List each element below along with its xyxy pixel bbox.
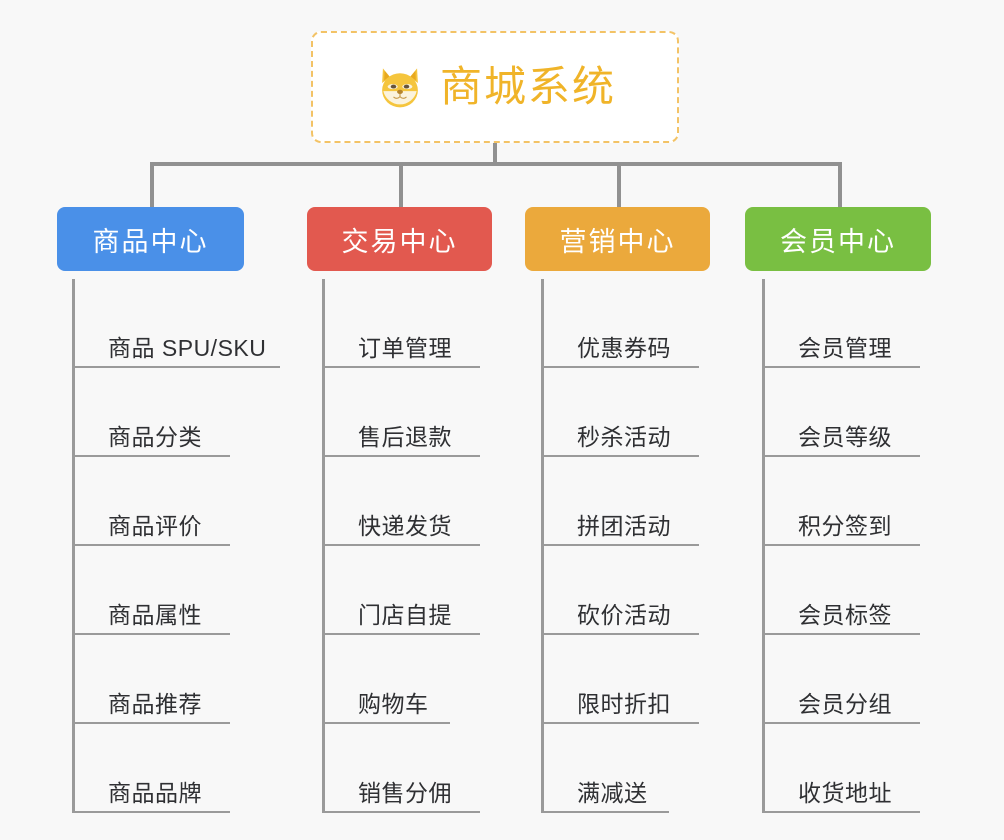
leaf-item-label: 拼团活动 xyxy=(577,513,671,539)
leaf-item-underline xyxy=(75,366,280,368)
leaf-item-label: 会员管理 xyxy=(798,335,892,361)
root-node-card[interactable]: 商城系统 xyxy=(311,31,679,143)
leaf-item-underline xyxy=(765,811,920,813)
leaf-item-underline xyxy=(75,455,230,457)
leaf-item-underline xyxy=(325,455,480,457)
leaf-item[interactable]: 商品品牌 xyxy=(75,724,262,813)
leaf-item-underline xyxy=(325,544,480,546)
leaf-item-label: 门店自提 xyxy=(358,602,452,628)
leaf-item-underline xyxy=(544,544,699,546)
leaf-item-label: 限时折扣 xyxy=(577,691,671,717)
leaf-item-label: 商品分类 xyxy=(108,424,202,450)
leaf-item-label: 会员标签 xyxy=(798,602,892,628)
leaf-item-underline xyxy=(544,455,699,457)
leaf-item[interactable]: 拼团活动 xyxy=(544,457,731,546)
category-box-3[interactable]: 营销中心 xyxy=(525,207,710,271)
connector-drop-2 xyxy=(399,162,403,208)
category-label-2: 交易中心 xyxy=(341,226,458,257)
leaf-item[interactable]: 门店自提 xyxy=(325,546,512,635)
leaf-item[interactable]: 会员标签 xyxy=(765,546,952,635)
connector-drop-3 xyxy=(617,162,621,208)
root-node-content: 商城系统 xyxy=(374,61,616,113)
connector-horizontal-bar xyxy=(150,162,842,166)
leaf-item[interactable]: 收货地址 xyxy=(765,724,952,813)
leaf-item-underline xyxy=(544,366,699,368)
leaf-item[interactable]: 商品属性 xyxy=(75,546,262,635)
leaf-item-label: 订单管理 xyxy=(358,335,452,361)
leaf-item[interactable]: 会员等级 xyxy=(765,368,952,457)
leaf-item[interactable]: 优惠券码 xyxy=(544,279,731,368)
leaf-item[interactable]: 销售分佣 xyxy=(325,724,512,813)
leaf-item-underline xyxy=(75,633,230,635)
leaf-item-underline xyxy=(765,455,920,457)
leaf-column-3: 优惠券码秒杀活动拼团活动砍价活动限时折扣满减送 xyxy=(541,279,731,813)
connector-drop-4 xyxy=(838,162,842,208)
leaf-item-label: 售后退款 xyxy=(358,424,452,450)
leaf-item[interactable]: 会员管理 xyxy=(765,279,952,368)
leaf-item-label: 商品品牌 xyxy=(108,780,202,806)
leaf-item[interactable]: 满减送 xyxy=(544,724,731,813)
leaf-item-label: 购物车 xyxy=(358,691,429,717)
leaf-item-underline xyxy=(325,633,480,635)
leaf-item-label: 砍价活动 xyxy=(577,602,671,628)
leaf-item[interactable]: 积分签到 xyxy=(765,457,952,546)
connector-root-stem xyxy=(493,143,497,164)
leaf-column-2: 订单管理售后退款快递发货门店自提购物车销售分佣 xyxy=(322,279,512,813)
leaf-item[interactable]: 商品 SPU/SKU xyxy=(75,279,280,368)
leaf-item-underline xyxy=(544,722,699,724)
leaf-item-underline xyxy=(325,366,480,368)
category-box-2[interactable]: 交易中心 xyxy=(307,207,492,271)
leaf-item-underline xyxy=(75,722,230,724)
leaf-item-underline xyxy=(325,722,450,724)
connector-drop-1 xyxy=(150,162,154,208)
leaf-item[interactable]: 限时折扣 xyxy=(544,635,731,724)
leaf-item-label: 会员等级 xyxy=(798,424,892,450)
leaf-item[interactable]: 售后退款 xyxy=(325,368,512,457)
leaf-item-underline xyxy=(544,633,699,635)
root-node-title: 商城系统 xyxy=(439,63,616,110)
leaf-item[interactable]: 商品分类 xyxy=(75,368,262,457)
leaf-item-label: 秒杀活动 xyxy=(577,424,671,450)
category-label-4: 会员中心 xyxy=(780,226,896,257)
leaf-item-label: 满减送 xyxy=(577,780,648,806)
leaf-item[interactable]: 砍价活动 xyxy=(544,546,731,635)
category-label-1: 商品中心 xyxy=(92,226,209,257)
leaf-column-1: 商品 SPU/SKU 商品分类商品评价商品属性商品推荐商品品牌 xyxy=(72,279,280,813)
leaf-item-underline xyxy=(765,366,920,368)
shiba-dog-icon xyxy=(382,68,418,108)
leaf-item-label: 积分签到 xyxy=(798,513,892,539)
leaf-item-underline xyxy=(325,811,480,813)
leaf-item[interactable]: 秒杀活动 xyxy=(544,368,731,457)
leaf-item-underline xyxy=(544,811,669,813)
leaf-item-label: 商品推荐 xyxy=(108,691,202,717)
category-box-1[interactable]: 商品中心 xyxy=(57,207,244,271)
leaf-item-label: 商品评价 xyxy=(108,513,202,539)
leaf-item-label: 快递发货 xyxy=(358,513,452,539)
leaf-item-label: 销售分佣 xyxy=(358,780,452,806)
category-box-4[interactable]: 会员中心 xyxy=(745,207,931,271)
leaf-item[interactable]: 商品推荐 xyxy=(75,635,262,724)
leaf-item-underline xyxy=(765,544,920,546)
leaf-item[interactable]: 快递发货 xyxy=(325,457,512,546)
leaf-item-underline xyxy=(75,544,230,546)
leaf-item-label: 收货地址 xyxy=(798,780,892,806)
leaf-column-4: 会员管理会员等级积分签到会员标签会员分组收货地址 xyxy=(762,279,952,813)
leaf-item[interactable]: 购物车 xyxy=(325,635,512,724)
leaf-item[interactable]: 订单管理 xyxy=(325,279,512,368)
leaf-item-label: 优惠券码 xyxy=(577,335,671,361)
leaf-item-label: 会员分组 xyxy=(798,691,892,717)
category-label-3: 营销中心 xyxy=(559,226,676,257)
leaf-item-underline xyxy=(765,722,920,724)
leaf-item-underline xyxy=(75,811,230,813)
leaf-item[interactable]: 商品评价 xyxy=(75,457,262,546)
leaf-item-underline xyxy=(765,633,920,635)
leaf-item[interactable]: 会员分组 xyxy=(765,635,952,724)
leaf-item-label: 商品 SPU/SKU xyxy=(108,335,267,361)
leaf-item-label: 商品属性 xyxy=(108,602,202,628)
